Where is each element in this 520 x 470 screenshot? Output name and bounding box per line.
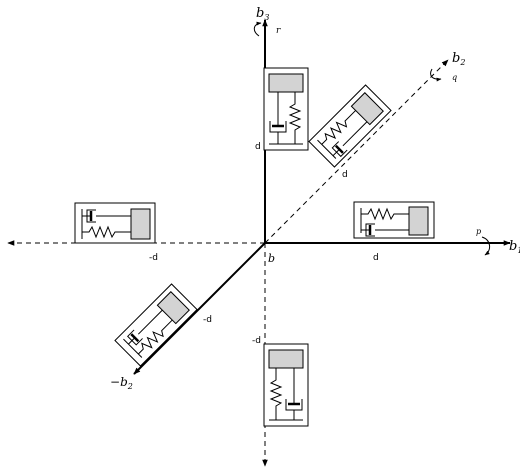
axis-label-b2: b2 xyxy=(452,51,465,67)
rotation-label-p: p xyxy=(476,227,481,236)
spring-damper-unit-neg-b1 xyxy=(74,202,156,244)
spring-icon xyxy=(321,110,357,145)
distance-label-neg-b1: -d xyxy=(149,253,158,263)
spring-icon xyxy=(361,207,409,221)
rotation-q-icon xyxy=(430,68,442,82)
damper-icon xyxy=(127,309,163,346)
distance-label-pos-b2: d xyxy=(342,170,348,180)
distance-label-neg-b2: -d xyxy=(203,315,212,325)
axis-label-neg-b2: −b2 xyxy=(110,375,133,391)
spring-damper-unit-neg-b2 xyxy=(114,283,198,367)
axis-b2-positive xyxy=(264,59,449,244)
damper-icon xyxy=(82,209,131,223)
spring-icon xyxy=(137,319,173,355)
damper-icon xyxy=(285,368,303,420)
damper-icon xyxy=(269,92,287,144)
distance-label-pos-b3: d xyxy=(255,142,261,152)
distance-label-neg-b3: -d xyxy=(252,336,261,346)
axis-label-b1: b1 xyxy=(509,239,520,255)
spring-icon xyxy=(82,225,131,239)
spring-damper-unit-neg-b3 xyxy=(263,343,309,427)
spring-icon xyxy=(288,92,302,144)
rotation-label-q: q xyxy=(452,73,457,82)
spring-damper-unit-pos-b1 xyxy=(353,201,435,239)
origin-label: b xyxy=(268,252,275,265)
spring-icon xyxy=(269,368,283,420)
distance-label-pos-b1: d xyxy=(373,253,379,263)
damper-icon xyxy=(361,223,409,237)
damper-icon xyxy=(331,121,368,158)
axis-label-b3: b3 xyxy=(256,6,269,22)
spring-damper-unit-pos-b3 xyxy=(263,67,309,151)
rotation-r-icon xyxy=(253,21,262,37)
rotation-label-r: r xyxy=(276,26,281,36)
axis-b2-negative xyxy=(133,242,266,375)
rotation-p-icon xyxy=(481,236,490,256)
spring-damper-unit-pos-b2 xyxy=(308,84,392,168)
